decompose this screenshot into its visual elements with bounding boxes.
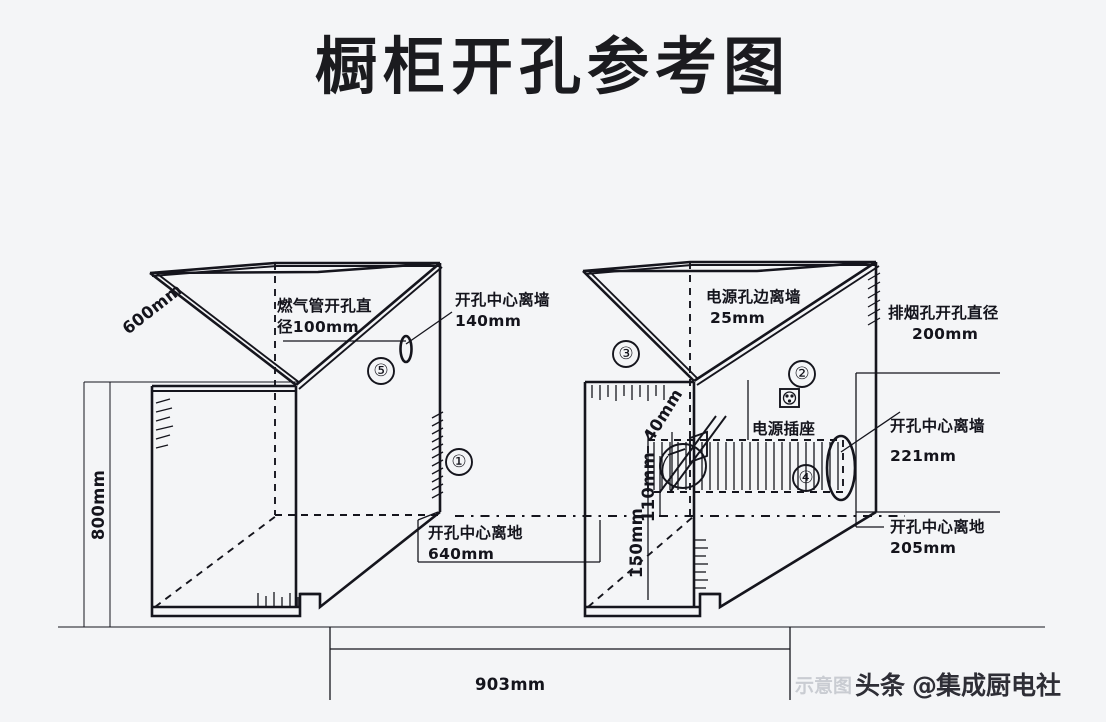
right-cabinet-hatch-left [591,385,665,401]
left-cabinet-body [149,261,444,618]
label-exhaust-dia-line1: 排烟孔开孔直径 [888,303,999,322]
callout-5-label: ⑤ [373,361,388,381]
label-gas-hole-line1: 燃气管开孔直 [277,296,372,315]
callout-2: ② [788,360,816,388]
label-gas-hole-line2: 径100mm [277,317,359,336]
watermark-channel-name: 集成厨电社 [935,671,1061,700]
power-socket-icon [779,388,800,408]
right-cabinet-hatch-corner [694,539,708,589]
callout-1: ① [445,448,473,476]
right-cabinet-hatch-wall [867,272,881,326]
right-dimension-lines [455,372,1000,600]
callout-3: ③ [612,340,640,368]
label-power-hole-to-wall-line1: 电源孔边离墙 [706,287,801,306]
label-right-hole-to-floor-line2: 205mm [890,539,956,557]
watermark: 示意图 头条 @ 集成厨电社 [795,671,1061,700]
label-dim-40: 40mm [639,385,686,445]
callout-4-label: ④ [798,468,813,488]
callout-5: ⑤ [367,357,395,385]
left-dimension-lines [109,382,791,700]
label-span-903: 903mm [475,675,545,694]
label-power-hole-to-wall-line2: 25mm [710,309,765,327]
right-cabinet-body [582,260,881,618]
watermark-schematic: 示意图 [795,674,852,697]
left-cabinet-hatch-base [257,592,299,607]
label-right-hole-to-floor-line1: 开孔中心离地 [890,517,985,536]
callout-4: ④ [792,464,820,492]
power-socket-cutout-region [647,439,844,493]
label-left-hole-to-floor-line2: 640mm [428,545,494,563]
watermark-at-symbol: @ [912,671,937,700]
watermark-channel-prefix: 头条 [855,671,906,700]
label-dim-150: 150mm [627,508,646,578]
ground-reference-lines [58,381,1045,628]
exhaust-hole [825,411,901,502]
callout-1-label: ① [451,452,466,472]
label-power-socket: 电源插座 [752,419,815,438]
socket-box-detail [659,415,727,493]
left-cabinet-hatch-wall [431,411,444,499]
label-right-hole-to-wall-line2: 221mm [890,447,956,465]
page-title: 橱柜开孔参考图 [314,30,791,103]
label-depth-600: 600mm [119,280,186,338]
callout-2-label: ② [794,364,809,384]
callout-3-label: ③ [618,344,633,364]
label-left-hole-to-floor-line1: 开孔中心离地 [428,523,523,542]
label-left-hole-to-wall-line2: 140mm [455,312,521,330]
label-height-800: 800mm [89,470,108,540]
label-exhaust-dia-line2: 200mm [912,325,978,343]
label-dim-110: 110mm [639,452,658,522]
left-cabinet-hatch-left [155,398,174,449]
label-left-hole-to-wall-line1: 开孔中心离墙 [455,290,550,309]
label-right-hole-to-wall-line1: 开孔中心离墙 [890,416,985,435]
gas-pipe-hole [283,311,453,364]
